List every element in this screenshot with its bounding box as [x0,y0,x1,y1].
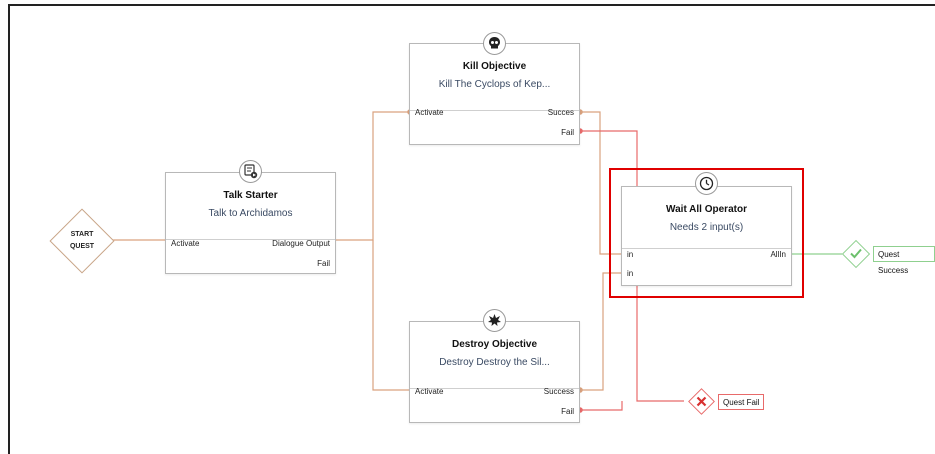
kill-fail-port-label[interactable]: Fail [561,128,574,137]
kill-node-subtitle: Kill The Cyclops of Kep... [438,79,551,90]
talk-activate-port-label[interactable]: Activate [171,239,200,248]
wire-talk-to-kill [336,111,409,241]
talk-fail-port-label[interactable]: Fail [317,259,330,268]
wait-allin-port-label[interactable]: AllIn [770,250,786,259]
talk-starter-node[interactable]: Talk Starter Talk to Archidamos Activate… [165,172,336,274]
wire-destroy-fail [580,401,623,411]
talk-node-title: Talk Starter [223,190,278,201]
destroy-node-title: Destroy Objective [451,339,538,350]
talk-node-subtitle: Talk to Archidamos [208,208,293,219]
destroy-objective-node[interactable]: Destroy Objective Destroy Destroy the Si… [409,321,580,423]
kill-objective-node[interactable]: Kill Objective Kill The Cyclops of Kep..… [409,43,580,145]
wait-in-port-2-label[interactable]: in [627,269,634,278]
kill-node-header: Kill Objective Kill The Cyclops of Kep..… [410,44,579,111]
wait-node-title: Wait All Operator [666,204,747,215]
destroy-fail-port-label[interactable]: Fail [561,407,574,416]
kill-success-port-label[interactable]: Succes [547,108,574,117]
wait-all-operator-node[interactable]: Wait All Operator Needs 2 input(s) in Al… [621,186,792,286]
clock-icon [695,172,718,195]
check-icon [848,245,864,261]
talk-node-header: Talk Starter Talk to Archidamos [166,173,335,240]
wait-in-port-1-label[interactable]: in [627,250,634,259]
start-label-line2: QUEST [69,243,95,250]
wire-talk-to-destroy [372,240,409,391]
talk-dialogue-output-port-label[interactable]: Dialogue Output [272,239,330,248]
destroy-node-subtitle: Destroy Destroy the Sil... [439,357,550,368]
x-icon [694,394,709,409]
start-quest-label: START QUEST [62,229,102,253]
destroy-activate-port-label[interactable]: Activate [415,387,444,396]
destroy-node-header: Destroy Objective Destroy Destroy the Si… [410,322,579,389]
destroy-success-port-label[interactable]: Success [543,387,574,396]
quest-success-label: Quest Success [873,246,935,275]
start-label-line1: START [70,231,94,238]
explosion-icon [483,309,506,332]
wire-destroy-success-to-wait [580,272,621,391]
wait-node-subtitle: Needs 2 input(s) [669,222,744,233]
skull-icon [483,32,506,55]
kill-node-title: Kill Objective [462,61,527,72]
quest-fail-label: Quest Fail [718,394,765,410]
selection-highlight [609,168,804,298]
wait-node-header: Wait All Operator Needs 2 input(s) [622,187,791,249]
dialogue-icon [239,160,262,183]
kill-activate-port-label[interactable]: Activate [415,108,444,117]
canvas-frame [8,4,935,454]
